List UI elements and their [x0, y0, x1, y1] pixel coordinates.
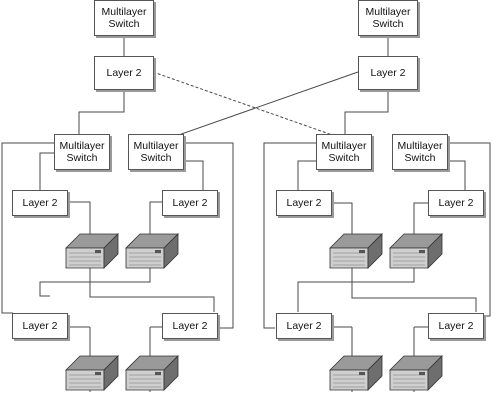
layer2-label: Layer 2 [438, 197, 474, 209]
cross-link [152, 71, 359, 145]
layer2-switch: Layer 2 [358, 56, 418, 90]
server-icon [389, 355, 443, 391]
layer2-label: Layer 2 [22, 197, 58, 209]
switch-label-line1: Multilayer [59, 140, 105, 152]
link [182, 160, 204, 197]
server-icon [65, 355, 119, 391]
switch-label-line2: Switch [66, 152, 98, 164]
layer2-switch: Layer 2 [276, 313, 332, 339]
multilayer-switch: Multilayer Switch [316, 134, 372, 170]
switch-label-line2: Switch [404, 152, 436, 164]
link [297, 160, 318, 191]
server-icon [125, 233, 179, 269]
multilayer-switch: Multilayer Switch [94, 0, 154, 36]
layer2-switch: Layer 2 [12, 313, 68, 339]
switch-label-line2: Switch [328, 152, 360, 164]
link [78, 90, 125, 135]
layer2-label: Layer 2 [22, 320, 58, 332]
switch-label-line1: Multilayer [101, 6, 147, 18]
switch-label-line1: Multilayer [133, 140, 179, 152]
switch-label-line2: Switch [372, 18, 404, 30]
layer2-switch: Layer 2 [276, 190, 332, 216]
layer2-switch: Layer 2 [12, 190, 68, 216]
link [297, 202, 428, 312]
multilayer-switch: Multilayer Switch [392, 134, 448, 170]
switch-label-line1: Multilayer [365, 6, 411, 18]
layer2-label: Layer 2 [370, 67, 406, 79]
link [39, 152, 54, 197]
layer2-label: Layer 2 [286, 197, 322, 209]
layer2-label: Layer 2 [172, 197, 208, 209]
link [445, 160, 466, 191]
layer2-switch: Layer 2 [162, 313, 218, 339]
server-icon [389, 233, 443, 269]
multilayer-switch: Multilayer Switch [358, 0, 418, 36]
server-icon [125, 355, 179, 391]
cross-link [152, 71, 359, 145]
server-icon [329, 233, 383, 269]
switch-label-line2: Switch [140, 152, 172, 164]
server-icon [65, 233, 119, 269]
switch-label-line1: Multilayer [321, 140, 367, 152]
layer2-label: Layer 2 [172, 320, 208, 332]
layer2-switch: Layer 2 [428, 313, 484, 339]
layer2-label: Layer 2 [438, 320, 474, 332]
layer2-switch: Layer 2 [162, 190, 218, 216]
link [1, 142, 54, 314]
link [344, 90, 389, 135]
switch-label-line1: Multilayer [397, 140, 443, 152]
multilayer-switch: Multilayer Switch [128, 134, 184, 170]
link [328, 202, 477, 312]
layer2-switch: Layer 2 [428, 190, 484, 216]
link [263, 142, 316, 329]
layer2-label: Layer 2 [286, 320, 322, 332]
link [39, 201, 164, 297]
layer2-label: Layer 2 [106, 67, 142, 79]
switch-label-line2: Switch [108, 18, 140, 30]
layer2-switch: Layer 2 [94, 56, 154, 90]
multilayer-switch: Multilayer Switch [54, 134, 110, 170]
link [65, 201, 215, 312]
server-icon [329, 355, 383, 391]
link [181, 142, 234, 329]
link [445, 142, 491, 317]
